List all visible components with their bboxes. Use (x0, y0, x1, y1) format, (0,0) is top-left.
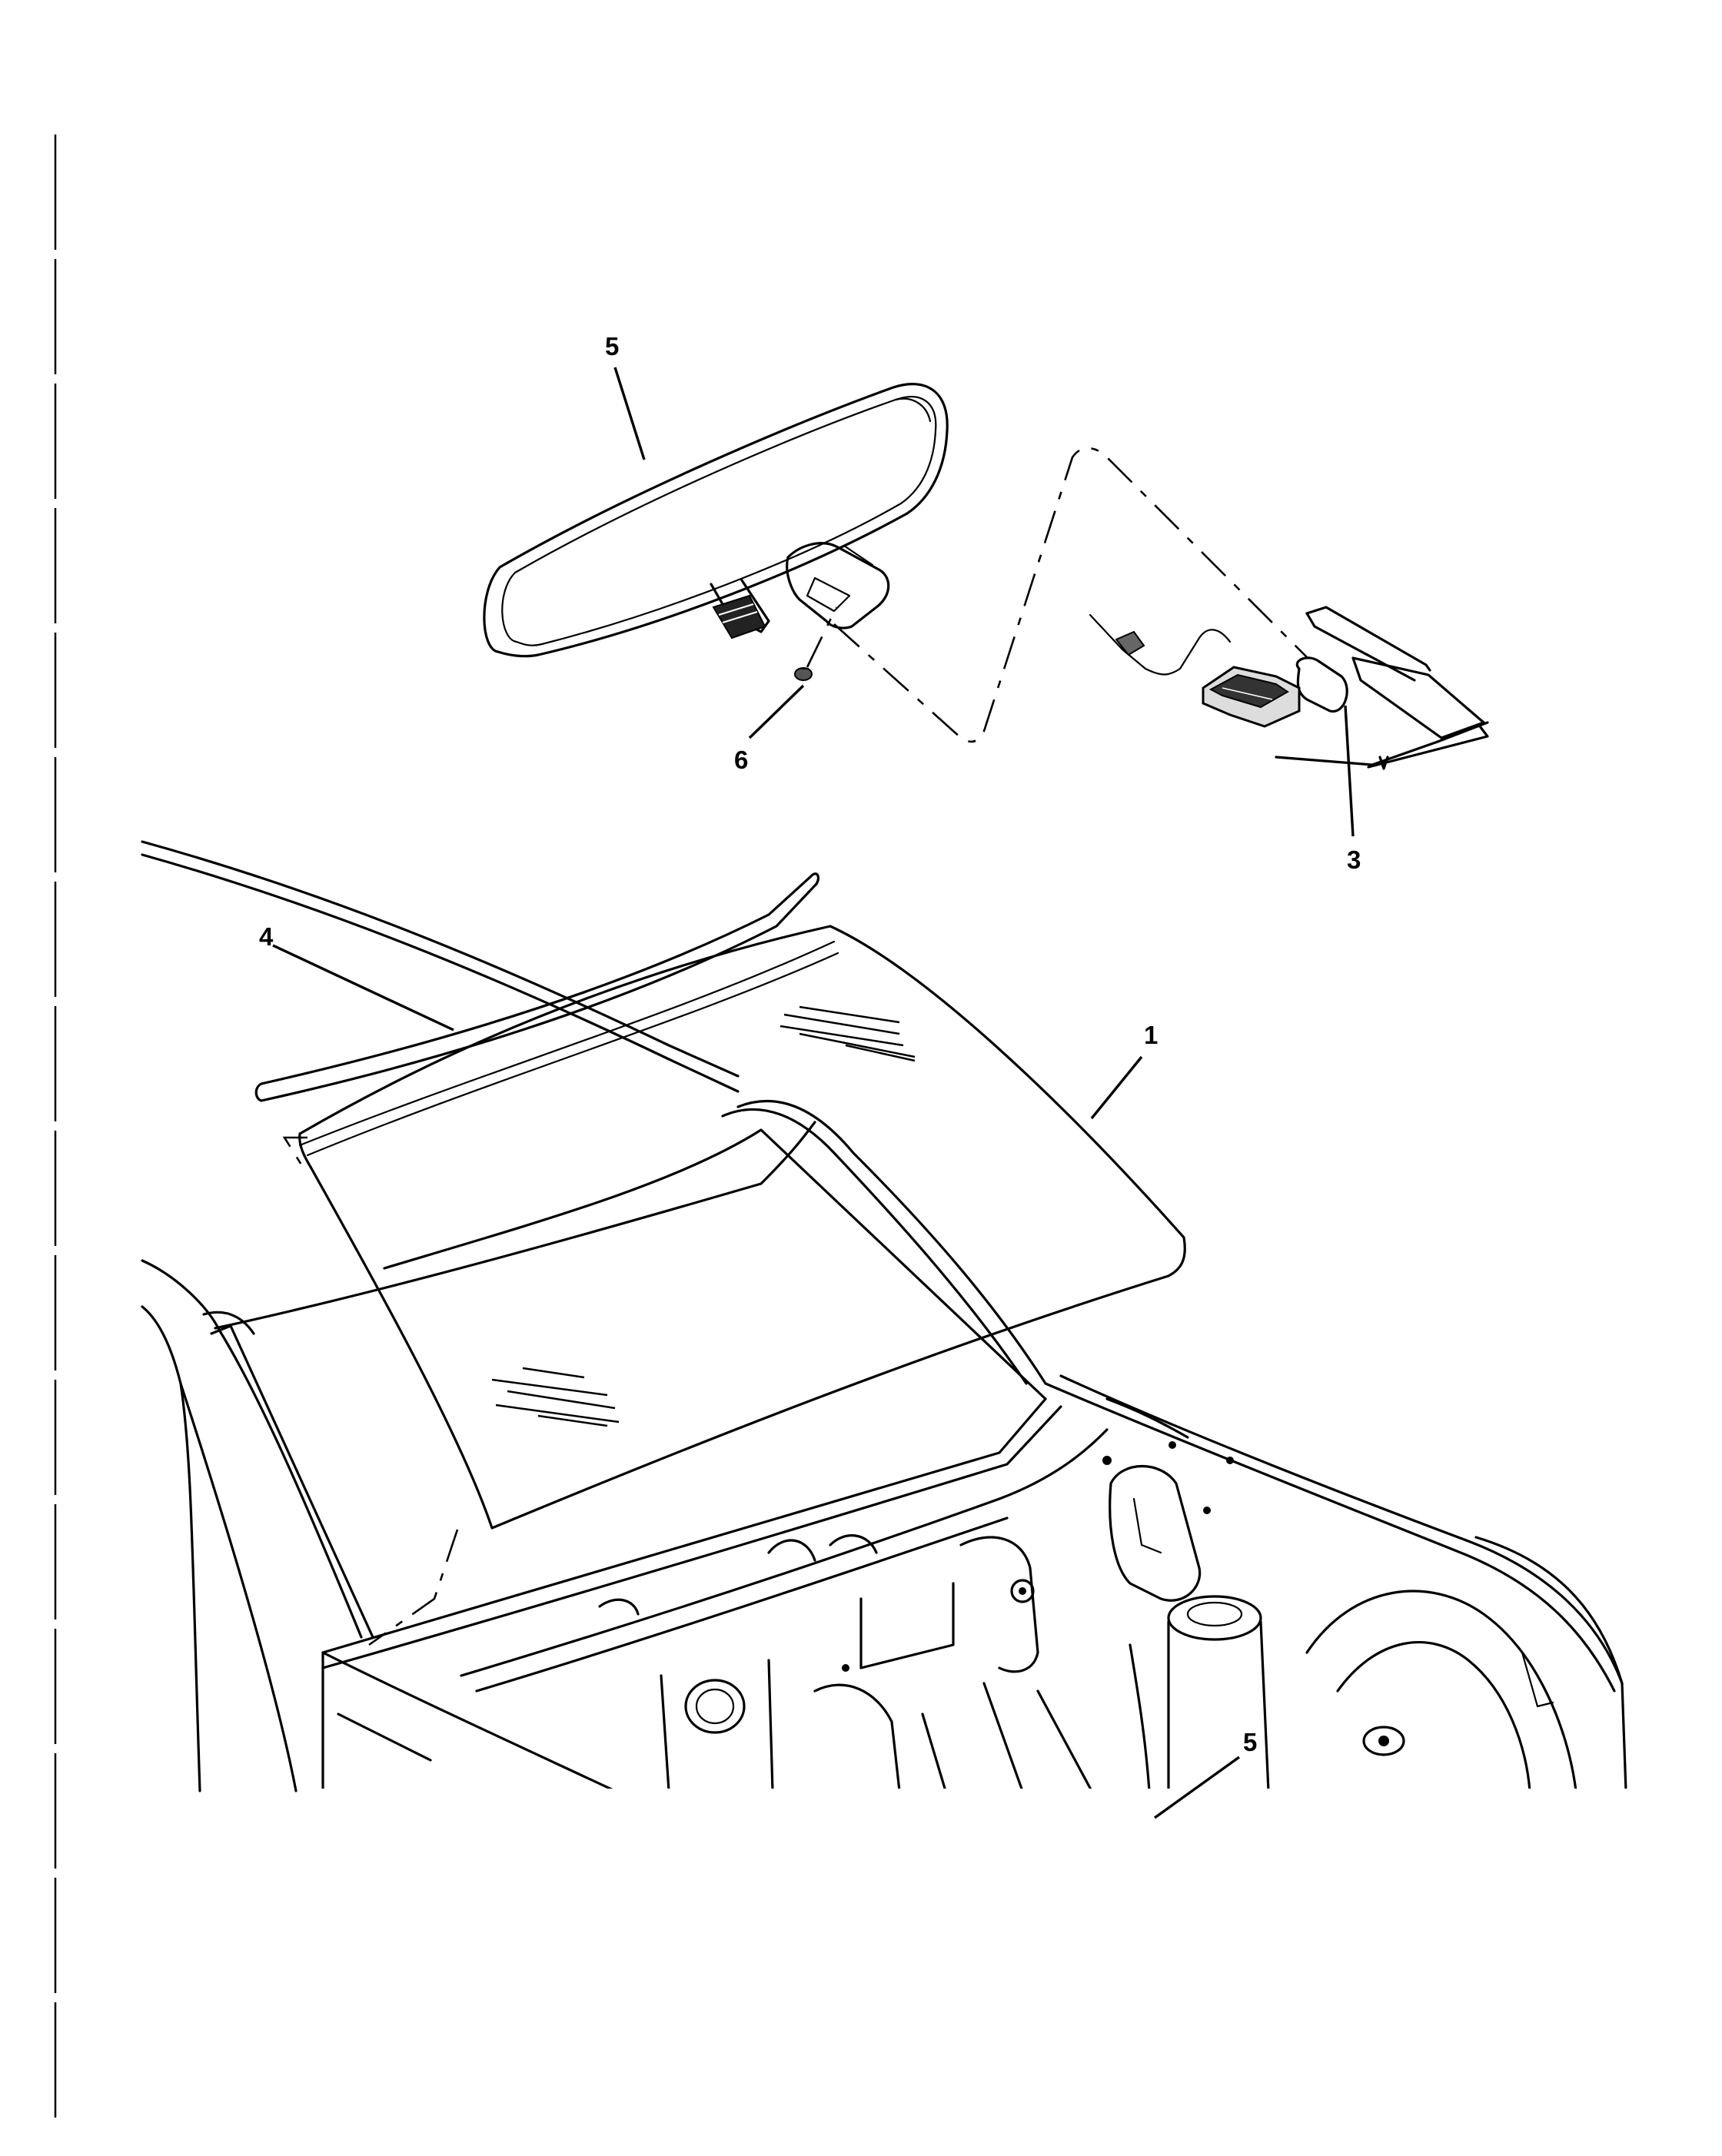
roof-bracket (1275, 606, 1489, 770)
callout-5-lower: 5 (1243, 1728, 1257, 1756)
leader-lines (272, 367, 1355, 1819)
screw-icon (794, 606, 838, 681)
sensor-pad-icon (1295, 656, 1348, 713)
callout-6: 6 (734, 746, 748, 774)
callout-5-mirror: 5 (605, 332, 619, 360)
callout-1: 1 (1144, 1021, 1158, 1049)
callout-4: 4 (259, 922, 274, 951)
windshield-glass (298, 925, 1186, 1530)
windshield-molding (254, 872, 820, 1102)
mirror-button-icon (712, 594, 766, 639)
assembly-path-line (833, 447, 1308, 743)
vehicle-body (141, 1100, 1627, 1792)
sensor-module-icon (1202, 666, 1301, 728)
callout-3: 3 (1347, 845, 1361, 874)
rearview-mirror (483, 383, 949, 658)
windshield-install-line (282, 1136, 459, 1646)
sensor-wire-connector (1089, 613, 1232, 676)
